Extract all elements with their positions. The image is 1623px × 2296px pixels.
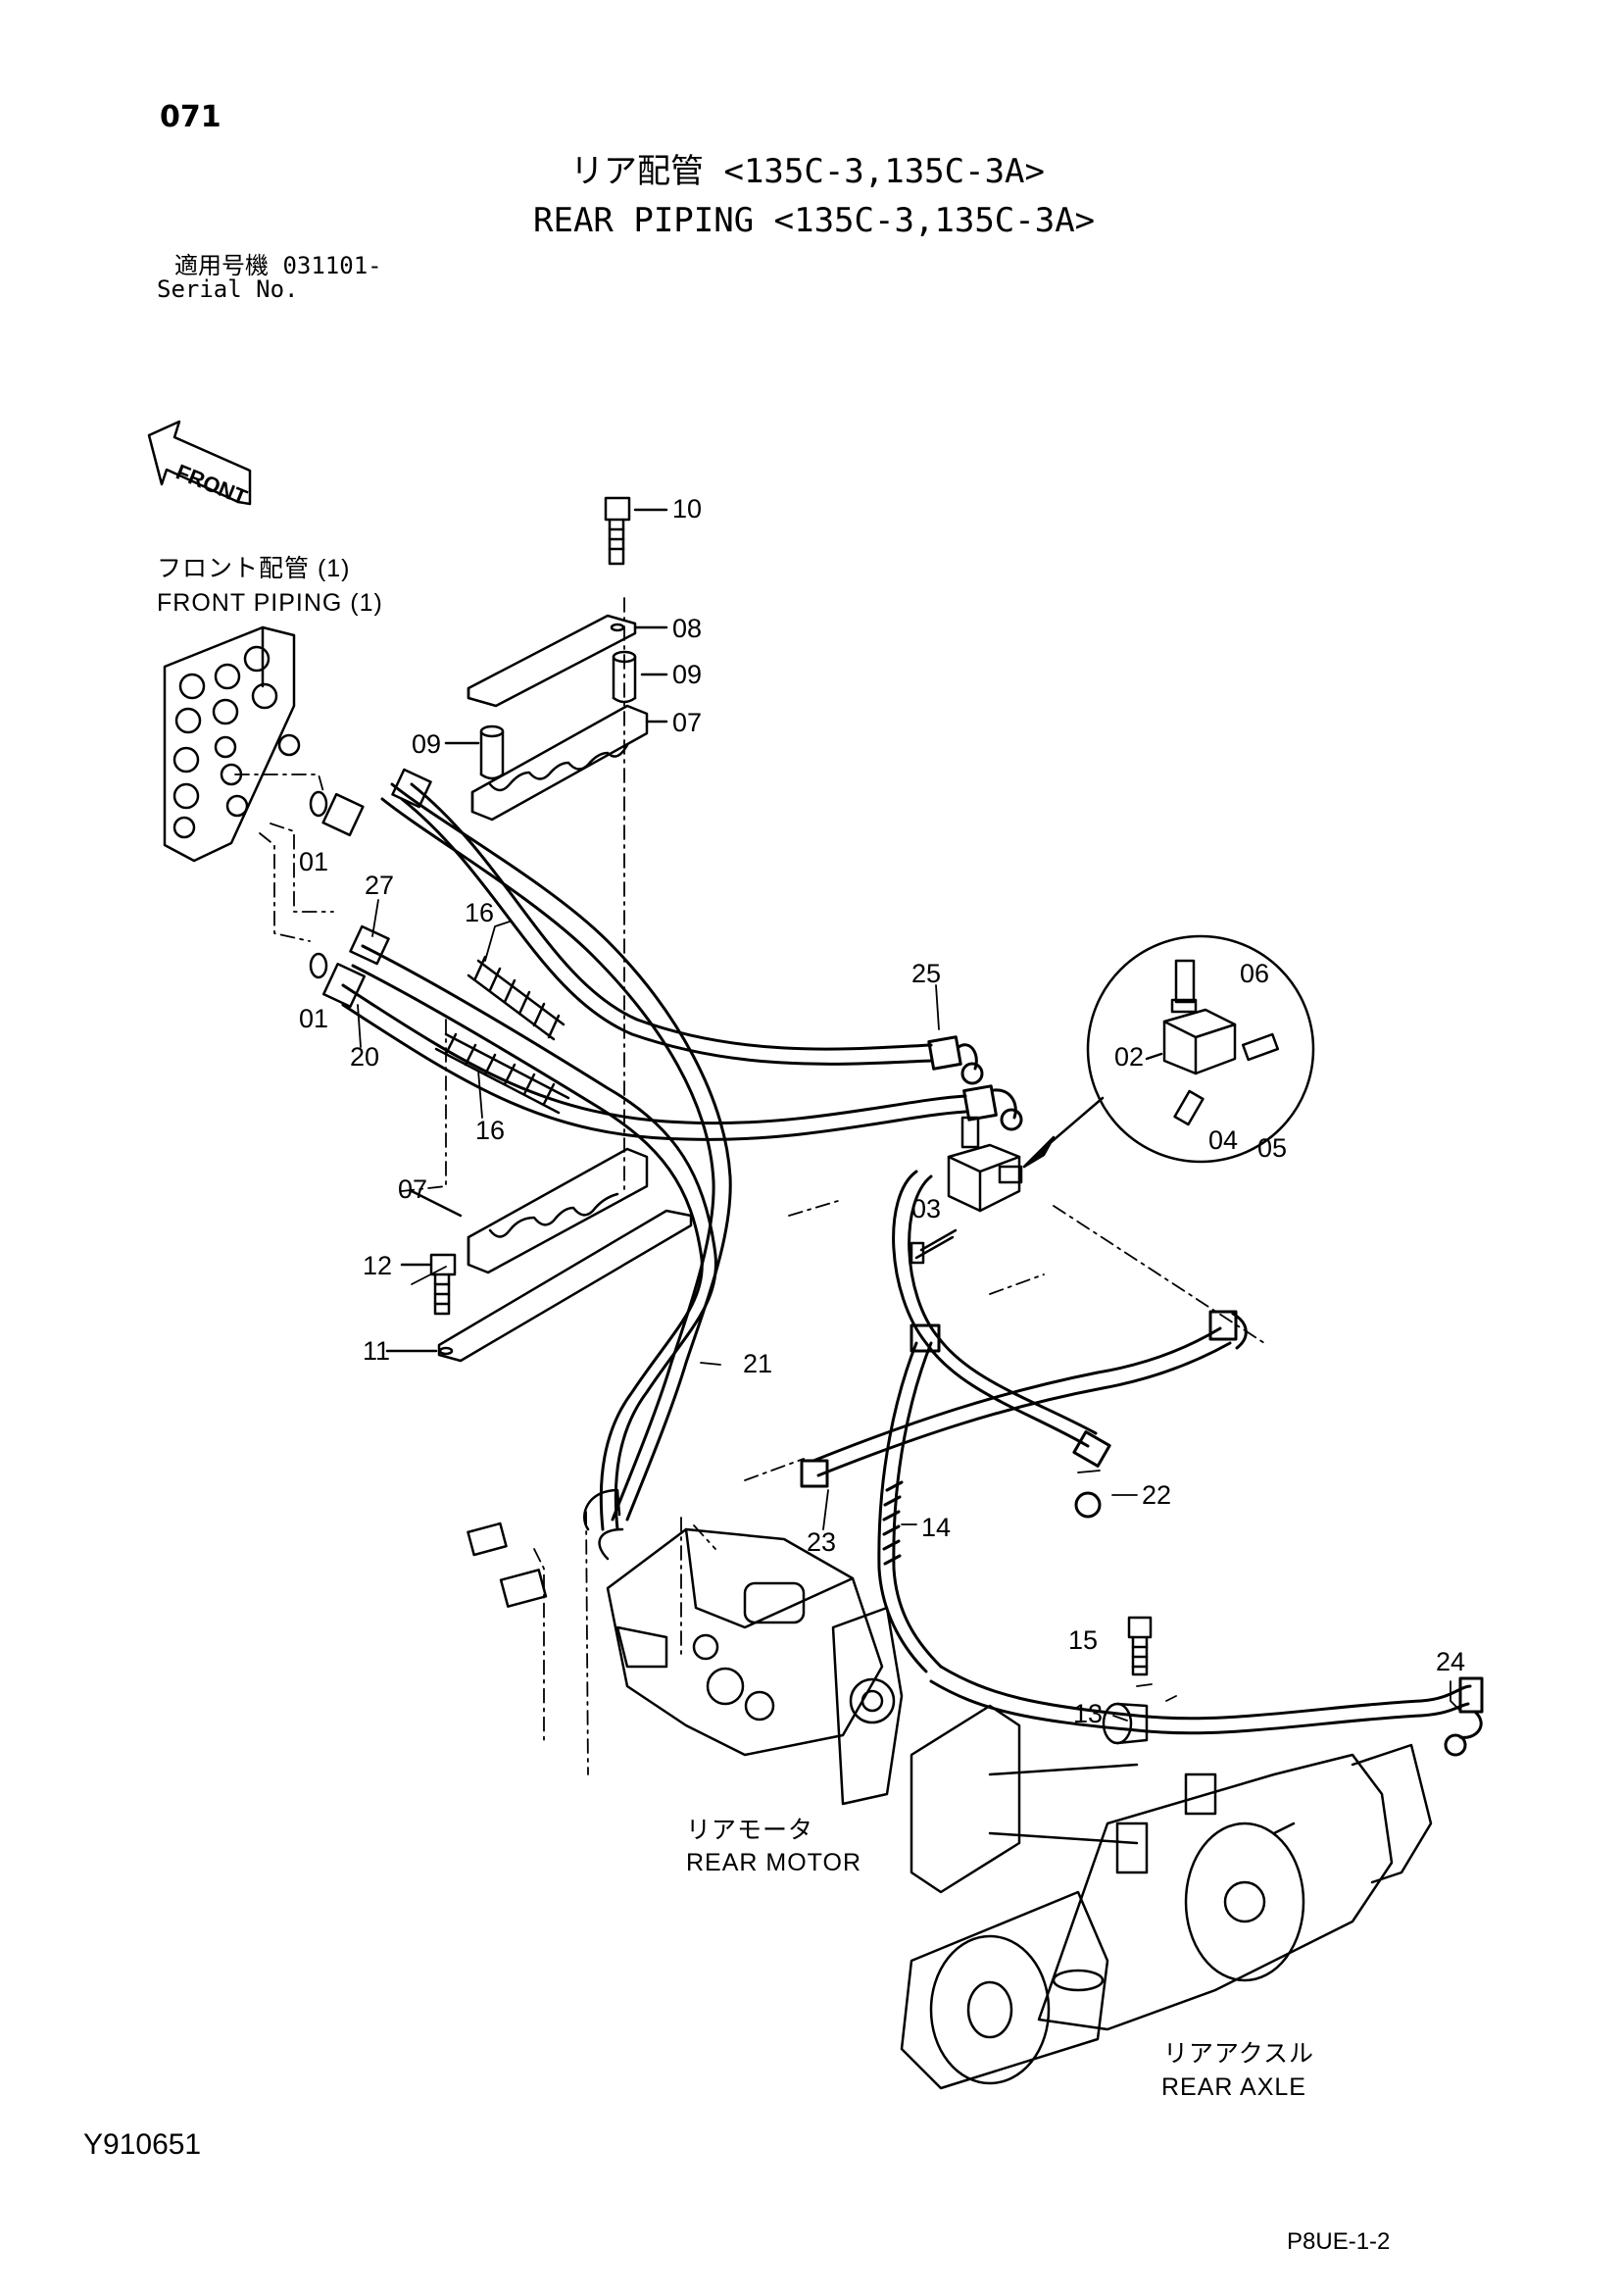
detail-circle [1022,934,1315,1169]
connector-block-03 [910,1116,1023,1265]
hose-23 [800,1310,1248,1488]
page-code: P8UE-1-2 [1287,2228,1391,2255]
bolt-10 [604,496,668,566]
leader-lines [234,597,1265,1775]
callout-07-upper: 07 [672,708,703,737]
callout-09-right: 09 [672,660,703,689]
callout-14: 14 [921,1513,952,1542]
callout-08: 08 [672,614,703,643]
bolt-15 [1127,1616,1153,1676]
callout-12: 12 [363,1251,393,1280]
rear-motor [606,1527,904,1806]
hose-24 [929,1665,1484,1757]
o-ring-01-lower [309,952,328,979]
callout-09-left: 09 [412,729,442,759]
title-english: REAR PIPING <135C-3,135C-3A> [533,201,1096,240]
protector-sleeve-16-upper [467,955,566,1041]
callout-21: 21 [743,1349,773,1378]
hose-27 [351,944,717,1531]
front-direction-arrow: FRONT [147,420,251,510]
callout-24: 24 [1436,1647,1466,1676]
callout-06: 06 [1240,959,1270,988]
title-japanese: リア配管 <135C-3,135C-3A> [570,152,1045,191]
hose-fittings-front [321,768,432,1008]
rear-motor-label-english: REAR MOTOR [686,1849,861,1876]
callout-16-upper: 16 [465,898,495,927]
callout-04: 04 [1208,1125,1239,1155]
clamp-07-upper [470,704,668,822]
serial-label-english: Serial No. [157,275,299,303]
clamp-07-lower [410,1147,649,1274]
callout-05: 05 [1257,1133,1288,1163]
plate-11 [385,1209,693,1363]
rear-motor-fittings [467,1488,624,1608]
callout-07-lower: 07 [398,1174,428,1204]
collar-09-right [612,650,668,704]
serial-label-japanese: 適用号機 031101- [174,252,382,279]
callout-16-lower: 16 [475,1116,506,1145]
clamp-13 [1102,1702,1149,1745]
rear-axle [900,1704,1433,2090]
callout-03: 03 [911,1194,942,1223]
bolt-12 [400,1253,457,1316]
callout-01-lower: 01 [299,1004,329,1033]
callout-11: 11 [363,1336,391,1366]
callout-25: 25 [911,959,942,988]
rear-axle-label-japanese: リアアクスル [1163,2040,1315,2068]
front-piping-label-english: FRONT PIPING (1) [157,589,383,617]
rear-axle-label-english: REAR AXLE [1161,2073,1306,2101]
callout-13: 13 [1073,1699,1104,1728]
callout-02: 02 [1114,1042,1145,1072]
rear-motor-label-japanese: リアモータ [686,1817,814,1844]
callout-23: 23 [807,1527,837,1557]
callout-01-upper: 01 [299,847,329,876]
plate-08 [467,614,668,708]
callout-15: 15 [1068,1625,1099,1655]
hose-25 [400,782,984,1085]
front-piping-valve-block [163,625,301,863]
collar-09-left [444,724,505,780]
protector-sleeve-16-lower [434,1032,570,1115]
callout-27: 27 [365,871,395,900]
front-piping-label-japanese: フロント配管 (1) [157,555,351,582]
callout-leaders [357,899,1461,1722]
callout-22: 22 [1142,1480,1172,1510]
callout-20: 20 [350,1042,380,1072]
o-ring-01-upper [309,790,328,818]
callout-10: 10 [672,494,703,524]
page-number: 071 [160,100,221,134]
figure-id: Y910651 [83,2128,202,2161]
hose-14 [877,1323,943,1673]
hose-21 [380,782,732,1522]
